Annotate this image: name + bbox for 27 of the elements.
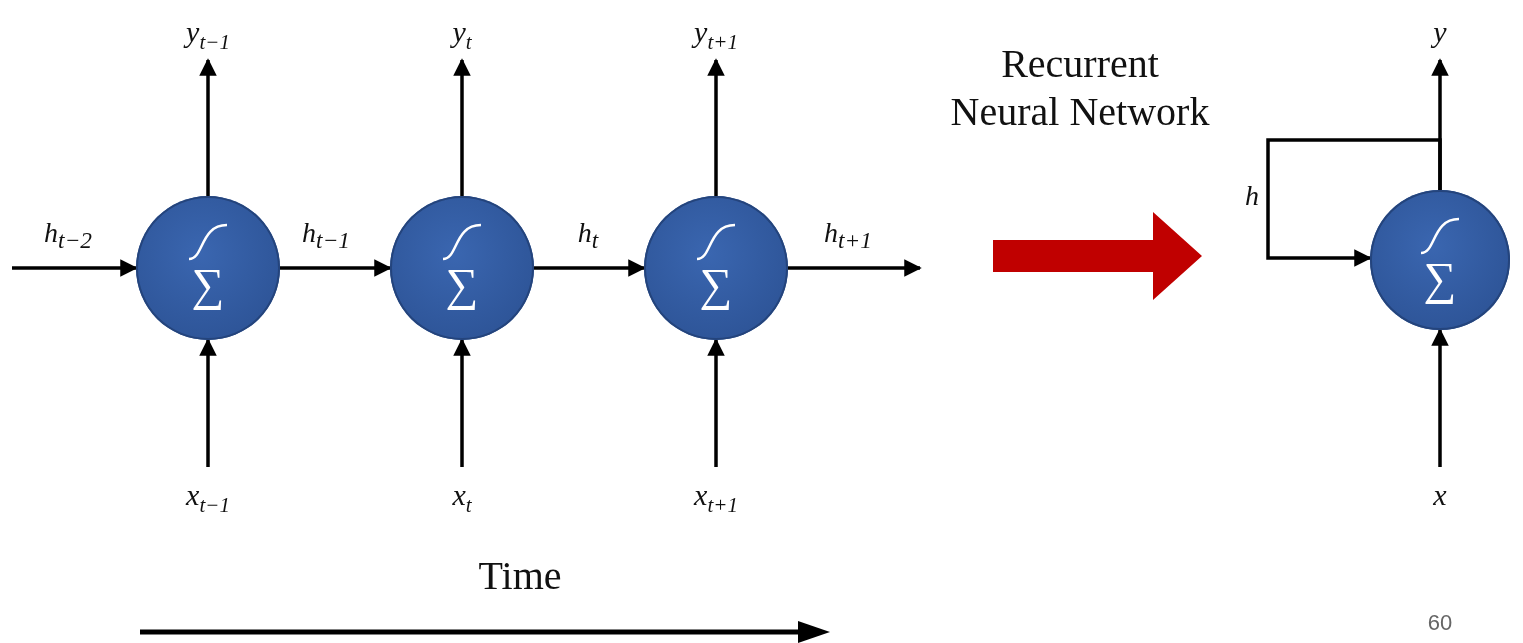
arrow [199, 58, 217, 196]
input-label: x$_{t+1}$ [671, 467, 761, 523]
arrow [1266, 138, 1442, 267]
title-text: Recurrent Neural Network [950, 40, 1210, 136]
sum-symbol: ∑ [445, 262, 479, 308]
arrow [12, 259, 138, 277]
sum-symbol: ∑ [699, 262, 733, 308]
sum-symbol: ∑ [1423, 256, 1457, 302]
input-label: x [1420, 467, 1460, 523]
output-label: y$_{t}$ [427, 4, 497, 60]
arrow [788, 259, 922, 277]
output-label: y$_{t−1}$ [163, 4, 253, 60]
arrow [453, 58, 471, 196]
arrow [707, 338, 725, 467]
arrow [199, 338, 217, 467]
sum-symbol: ∑ [191, 262, 225, 308]
output-label: y [1420, 4, 1460, 60]
input-label: x$_{t}$ [427, 467, 497, 523]
input-label: x$_{t−1}$ [163, 467, 253, 523]
arrow [1431, 328, 1449, 467]
axis-label: Time [477, 552, 563, 600]
arrow [453, 338, 471, 467]
arrow [280, 259, 392, 277]
arrow [707, 58, 725, 196]
page-number: 60 [1426, 610, 1454, 637]
output-label: y$_{t+1}$ [671, 4, 761, 60]
arrow [534, 259, 646, 277]
